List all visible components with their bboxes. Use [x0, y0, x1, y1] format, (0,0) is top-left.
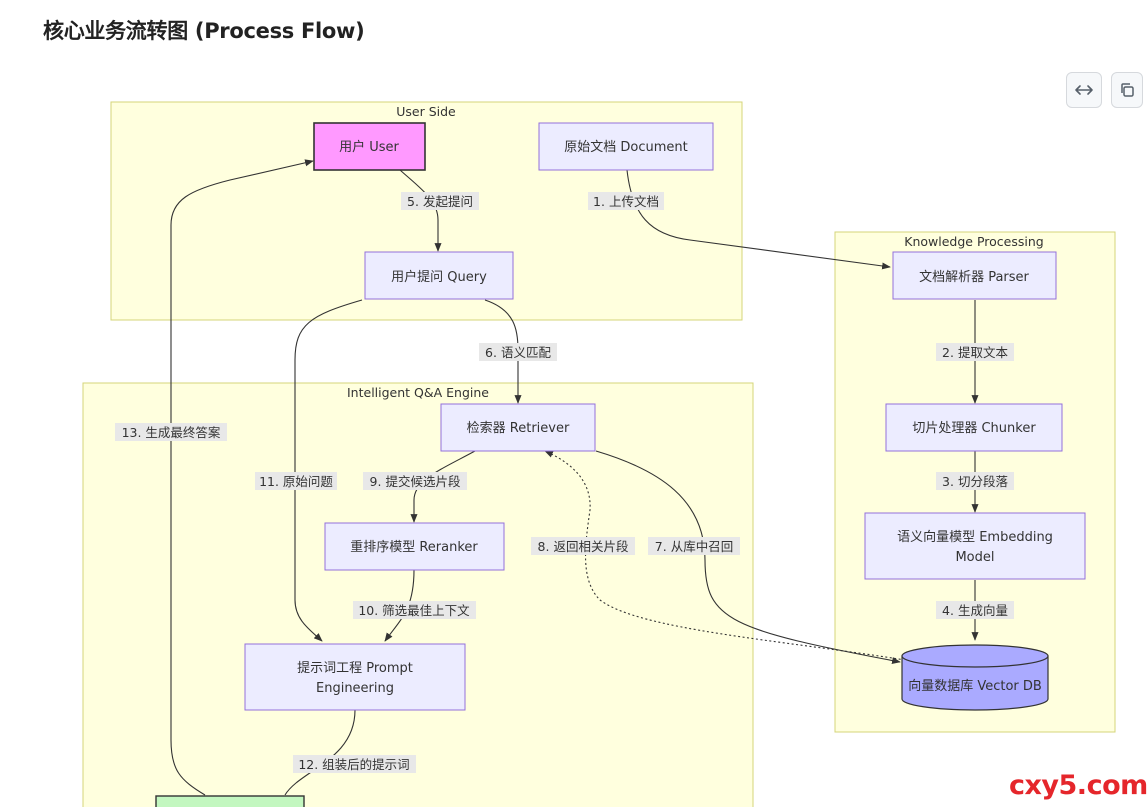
- edge-label-10: 10. 筛选最佳上下文: [353, 601, 476, 619]
- node-parser[interactable]: 文档解析器 Parser: [892, 251, 1057, 300]
- svg-text:原始文档 Document: 原始文档 Document: [564, 140, 687, 155]
- edge-label-9: 9. 提交候选片段: [363, 472, 467, 490]
- cluster-qa-engine: Intelligent Q&A Engine: [82, 382, 754, 807]
- svg-text:Model: Model: [955, 550, 994, 565]
- copy-icon: [1121, 83, 1134, 97]
- edge-recall: [595, 450, 901, 664]
- svg-text:重排序模型 Reranker: 重排序模型 Reranker: [350, 539, 478, 555]
- edge-raw-question: [294, 299, 363, 642]
- edge-final-answer: [170, 159, 314, 796]
- edge-label-2: 2. 提取文本: [936, 343, 1014, 361]
- fit-width-button[interactable]: [1066, 72, 1102, 108]
- cluster-qa-engine-label: Intelligent Q&A Engine: [347, 385, 489, 400]
- svg-text:7. 从库中召回: 7. 从库中召回: [655, 539, 733, 554]
- edge-label-5: 5. 发起提问: [401, 192, 479, 210]
- svg-text:6. 语义匹配: 6. 语义匹配: [485, 345, 551, 360]
- svg-text:12. 组装后的提示词: 12. 组装后的提示词: [298, 757, 409, 772]
- svg-text:13. 生成最终答案: 13. 生成最终答案: [122, 425, 221, 440]
- svg-text:文档解析器 Parser: 文档解析器 Parser: [919, 270, 1029, 285]
- edge-upload: [626, 169, 891, 270]
- node-reranker[interactable]: 重排序模型 Reranker: [324, 522, 505, 571]
- node-retriever[interactable]: 检索器 Retriever: [440, 403, 596, 452]
- svg-text:10. 筛选最佳上下文: 10. 筛选最佳上下文: [358, 603, 470, 618]
- edge-label-7: 7. 从库中召回: [648, 537, 740, 555]
- edge-label-6: 6. 语义匹配: [479, 343, 557, 361]
- svg-text:8. 返回相关片段: 8. 返回相关片段: [538, 539, 629, 554]
- svg-text:检索器 Retriever: 检索器 Retriever: [467, 421, 570, 436]
- node-prompt-engineering[interactable]: 提示词工程 Prompt Engineering: [244, 643, 466, 711]
- svg-text:用户 User: 用户 User: [339, 139, 399, 155]
- svg-text:切片处理器 Chunker: 切片处理器 Chunker: [912, 421, 1036, 436]
- edge-label-4: 4. 生成向量: [936, 601, 1014, 619]
- node-user[interactable]: 用户 User: [313, 122, 426, 171]
- edge-label-12: 12. 组装后的提示词: [293, 755, 416, 773]
- page-title: 核心业务流转图 (Process Flow): [43, 19, 365, 43]
- svg-text:Engineering: Engineering: [316, 681, 394, 696]
- svg-text:用户提问 Query: 用户提问 Query: [391, 269, 487, 285]
- svg-text:11. 原始问题: 11. 原始问题: [259, 474, 333, 489]
- svg-text:向量数据库 Vector DB: 向量数据库 Vector DB: [908, 678, 1042, 694]
- node-chunker[interactable]: 切片处理器 Chunker: [885, 403, 1063, 452]
- svg-text:1. 上传文档: 1. 上传文档: [593, 194, 659, 209]
- svg-text:4. 生成向量: 4. 生成向量: [942, 603, 1008, 618]
- svg-text:提示词工程 Prompt: 提示词工程 Prompt: [297, 660, 413, 676]
- svg-text:3. 切分段落: 3. 切分段落: [942, 474, 1008, 489]
- node-llm[interactable]: [155, 795, 305, 807]
- edge-label-11: 11. 原始问题: [255, 472, 337, 490]
- node-document[interactable]: 原始文档 Document: [538, 122, 714, 171]
- node-embedding-model[interactable]: 语义向量模型 Embedding Model: [864, 512, 1086, 580]
- cluster-knowledge-label: Knowledge Processing: [904, 234, 1043, 249]
- watermark: cxy5.com: [1009, 770, 1148, 801]
- copy-button[interactable]: [1111, 72, 1143, 108]
- svg-text:语义向量模型 Embedding: 语义向量模型 Embedding: [897, 529, 1053, 545]
- arrows-horizontal-icon: [1075, 85, 1093, 95]
- svg-text:5. 发起提问: 5. 发起提问: [407, 194, 473, 209]
- edge-label-1: 1. 上传文档: [588, 192, 664, 210]
- edge-label-13: 13. 生成最终答案: [115, 423, 227, 441]
- edge-return: [544, 450, 906, 661]
- cluster-user-side-label: User Side: [396, 104, 456, 119]
- svg-text:9. 提交候选片段: 9. 提交候选片段: [370, 474, 461, 489]
- edge-label-8: 8. 返回相关片段: [531, 537, 635, 555]
- edge-label-3: 3. 切分段落: [936, 472, 1014, 490]
- svg-text:2. 提取文本: 2. 提取文本: [942, 345, 1008, 360]
- node-query[interactable]: 用户提问 Query: [364, 251, 514, 300]
- node-vector-db[interactable]: 向量数据库 Vector DB: [901, 644, 1049, 711]
